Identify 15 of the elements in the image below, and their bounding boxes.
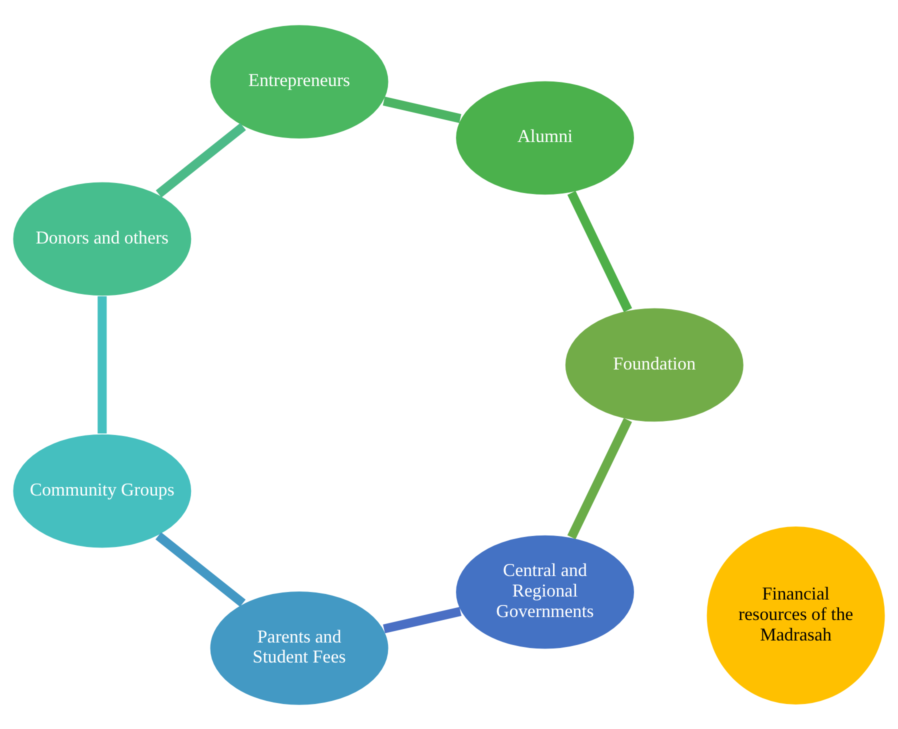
node-ellipse: Donors and others xyxy=(12,180,192,296)
connector xyxy=(567,418,632,539)
connector xyxy=(382,606,462,633)
node-ellipse: Central and Regional Governments xyxy=(454,534,636,650)
node-ellipse: Parents and Student Fees xyxy=(209,590,390,706)
connector xyxy=(155,532,246,606)
connector xyxy=(382,96,462,122)
node-ellipse: Community Groups xyxy=(12,432,192,548)
node-circle: Financial resources of the Madrasah xyxy=(706,524,886,706)
connector xyxy=(567,190,632,312)
node-ellipse: Alumni xyxy=(454,80,636,196)
node-ellipse: Foundation xyxy=(564,306,745,422)
node-ellipse: Entrepreneurs xyxy=(209,23,390,140)
connector xyxy=(156,122,246,197)
connector xyxy=(98,296,107,434)
